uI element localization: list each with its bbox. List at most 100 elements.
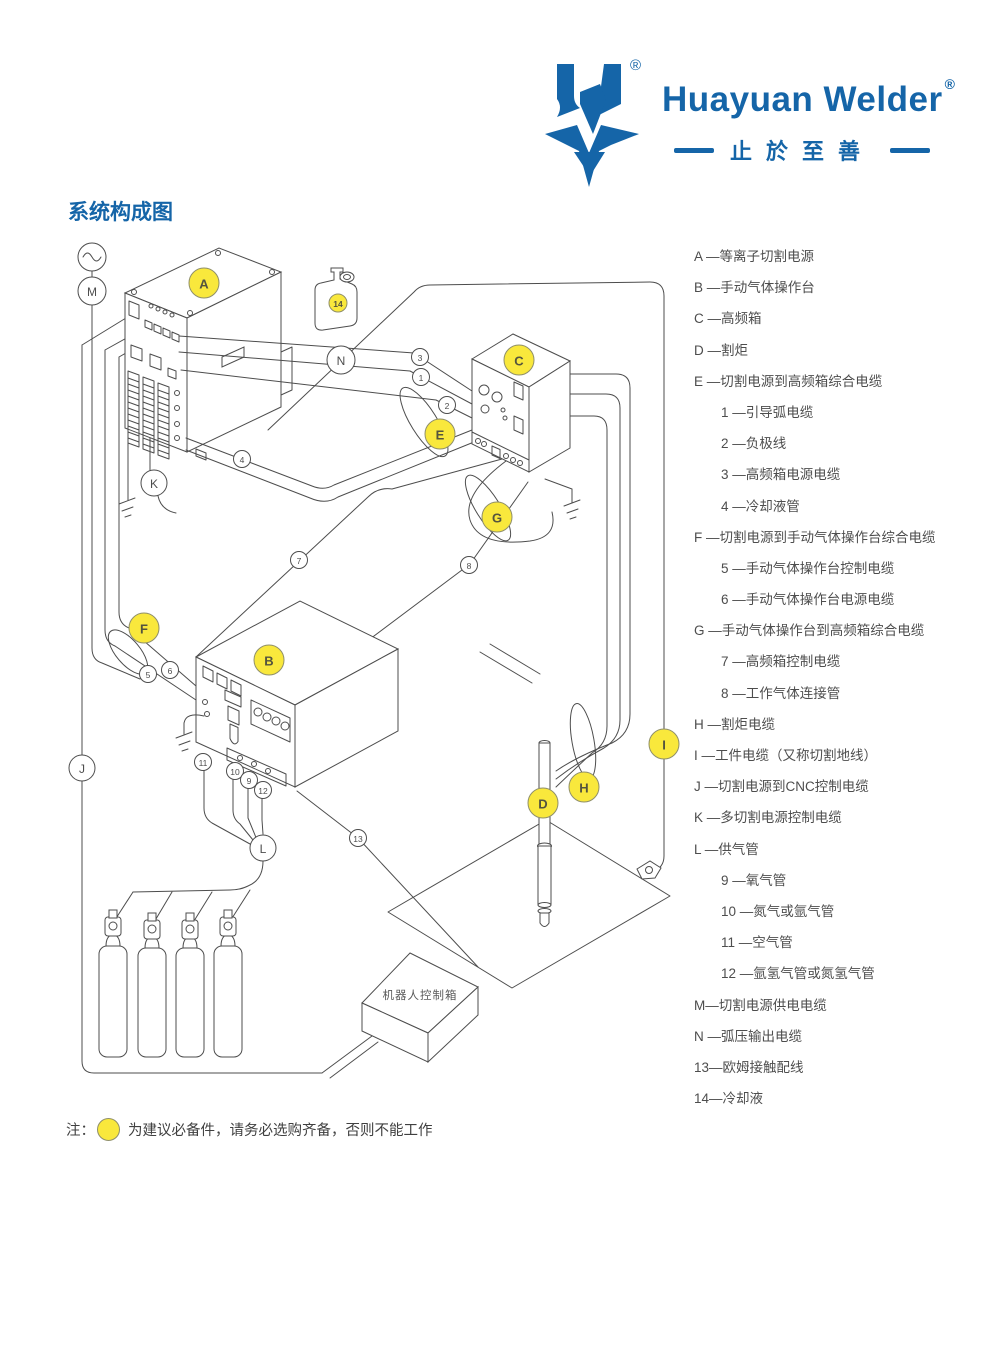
label-circle-14: 14	[328, 293, 348, 313]
legend-item: 9 —氧气管	[721, 872, 787, 888]
svg-text:A: A	[199, 277, 209, 292]
label-circle-L: L	[249, 834, 277, 862]
robot-box-label: 机器人控制箱	[383, 988, 458, 1002]
label-circle-E: E	[424, 418, 456, 450]
label-circle-5: 5	[139, 665, 157, 683]
svg-text:I: I	[662, 738, 666, 753]
legend: A —等离子切割电源 B —手动气体操作台 C —高频箱 D —割炬 E —切割…	[694, 241, 974, 1114]
label-circle-N: N	[326, 345, 356, 375]
label-circle-7: 7	[290, 551, 308, 569]
k-cable-and-ground	[118, 429, 177, 518]
slogan-left-dash	[674, 147, 714, 153]
svg-text:11: 11	[199, 758, 208, 768]
svg-text:5: 5	[146, 670, 151, 680]
legend-item: M—切割电源供电电缆	[694, 997, 827, 1013]
legend-item: F —切割电源到手动气体操作台综合电缆	[694, 529, 936, 545]
legend-item: J —切割电源到CNC控制电缆	[694, 779, 869, 795]
label-circle-10: 10	[226, 762, 244, 780]
legend-item: 4 —冷却液管	[721, 498, 800, 514]
svg-text:2: 2	[445, 401, 450, 411]
gas-cylinders	[98, 909, 243, 1058]
legend-item: K —多切割电源控制电缆	[694, 810, 842, 826]
gas-console-box	[175, 600, 400, 793]
legend-item: 11 —空气管	[721, 935, 793, 951]
label-circle-11: 11	[194, 753, 212, 771]
legend-item: E —切割电源到高频箱综合电缆	[694, 373, 883, 389]
label-circle-D: D	[527, 787, 559, 819]
cutting-torch	[479, 643, 552, 927]
legend-item: C —高频箱	[694, 311, 762, 327]
coolant-pipes	[185, 429, 475, 502]
legend-item: 3 —高频箱电源电缆	[721, 467, 841, 483]
label-circle-2: 2	[438, 396, 456, 414]
svg-text:F: F	[140, 622, 148, 637]
svg-text:8: 8	[467, 561, 472, 571]
svg-text:10: 10	[230, 767, 240, 777]
svg-text:N: N	[337, 354, 346, 368]
brand-registered-mark: ®	[944, 76, 956, 92]
label-circle-G: G	[481, 501, 513, 533]
legend-item: 14—冷却液	[694, 1091, 764, 1107]
slogan-right-dash	[890, 147, 931, 153]
legend-item: 1 —引导弧电缆	[721, 404, 814, 420]
logo-registered-mark: ®	[630, 57, 641, 74]
workpiece-plate	[387, 819, 671, 989]
gas-cylinder	[175, 912, 205, 1058]
gas-cylinder	[213, 909, 243, 1058]
svg-text:L: L	[260, 842, 267, 856]
label-circle-9: 9	[240, 771, 258, 789]
svg-text:D: D	[538, 797, 547, 812]
label-circle-3: 3	[411, 348, 429, 366]
label-circle-8: 8	[460, 556, 478, 574]
svg-text:M: M	[87, 285, 97, 299]
svg-text:9: 9	[247, 776, 252, 786]
svg-text:1: 1	[419, 373, 424, 383]
legend-item: G —手动气体操作台到高频箱综合电缆	[694, 623, 925, 639]
brand-slogan: 止於至善	[674, 134, 931, 166]
svg-text:H: H	[579, 781, 588, 796]
note-prefix: 注：	[66, 1123, 95, 1139]
gas-cylinder	[137, 912, 167, 1058]
svg-text:4: 4	[240, 455, 245, 465]
note-text: 为建议必备件，请务必选购齐备，否则不能工作	[128, 1123, 433, 1139]
svg-text:K: K	[150, 477, 158, 491]
huayuan-logo-icon: ®	[545, 57, 641, 187]
system-diagram: 机器人控制箱 M A 14 N 3 1 2	[68, 242, 680, 1079]
legend-item: A —等离子切割电源	[694, 249, 815, 264]
legend-item: H —割炬电缆	[694, 716, 775, 732]
svg-text:13: 13	[353, 834, 363, 844]
label-circle-J: J	[68, 754, 96, 782]
label-circle-M: M	[77, 276, 107, 306]
required-item-marker-icon	[97, 1118, 120, 1141]
legend-item: 6 —手动气体操作台电源电缆	[721, 592, 895, 608]
legend-item: 12 —氩氢气管或氮氢气管	[721, 966, 875, 982]
label-circle-H: H	[568, 771, 600, 803]
svg-text:C: C	[514, 354, 524, 369]
arc-voltage-and-work-cable	[267, 281, 665, 873]
gas-cylinder	[98, 909, 128, 1058]
label-circle-K: K	[140, 469, 168, 497]
svg-text:B: B	[264, 654, 273, 669]
brand-name: Huayuan Welder®	[662, 76, 956, 119]
legend-item: B —手动气体操作台	[694, 280, 815, 296]
svg-text:6: 6	[168, 666, 173, 676]
legend-item: 13—欧姆接触配线	[694, 1059, 804, 1075]
label-circle-C: C	[503, 344, 535, 376]
page-title: 系统构成图	[68, 201, 173, 224]
ac-source-symbol	[77, 242, 107, 278]
svg-text:14: 14	[333, 299, 343, 309]
legend-item: 8 —工作气体连接管	[721, 685, 841, 701]
svg-text:E: E	[436, 428, 445, 443]
legend-item: N —弧压输出电缆	[694, 1028, 802, 1044]
svg-text:G: G	[492, 511, 502, 526]
footnote: 注： 为建议必备件，请务必选购齐备，否则不能工作	[66, 1118, 433, 1141]
legend-item: I —工件电缆（又称切割地线）	[694, 748, 878, 763]
label-circle-4: 4	[233, 450, 251, 468]
svg-text:7: 7	[297, 556, 302, 566]
robot-control-box: 机器人控制箱	[361, 952, 479, 1064]
label-circle-12: 12	[254, 781, 272, 799]
label-circle-A: A	[188, 267, 220, 299]
label-circle-I: I	[648, 728, 680, 760]
power-source-box	[123, 247, 293, 461]
